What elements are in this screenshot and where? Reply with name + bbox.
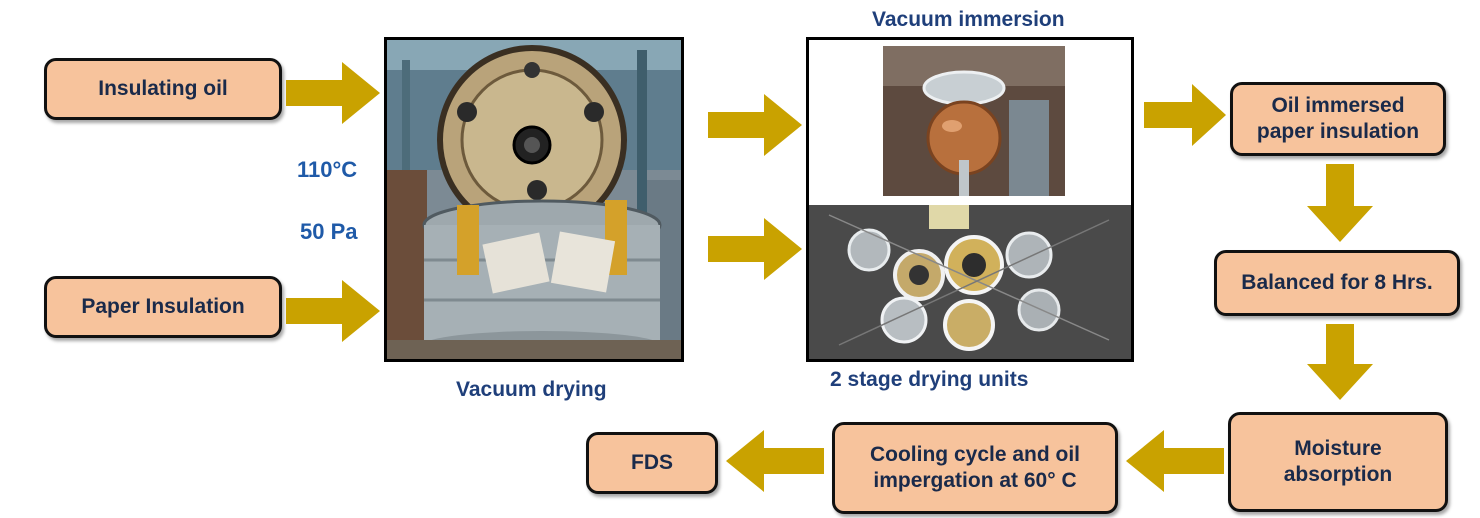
arrow-left-icon: [726, 430, 824, 492]
arrow-right-icon: [708, 218, 802, 280]
fds-label: FDS: [631, 450, 673, 474]
balanced-box: Balanced for 8 Hrs.: [1214, 250, 1460, 316]
vacuum-immersion-caption: Vacuum immersion: [872, 8, 1065, 31]
cooling-cycle-label: Cooling cycle and oil impergation at 60°…: [869, 442, 1081, 492]
pressure-label: 50 Pa: [300, 219, 358, 244]
vacuum-drying-photo: [384, 37, 684, 362]
paper-insulation-label: Paper Insulation: [81, 294, 245, 318]
vacuum-drying-caption: Vacuum drying: [456, 378, 607, 401]
moisture-absorption-box: Moisture absorption: [1228, 412, 1448, 512]
arrow-down-icon: [1307, 164, 1373, 242]
arrow-right-icon: [1144, 84, 1226, 146]
arrow-right-icon: [708, 94, 802, 156]
immersion-photos-frame: [806, 37, 1134, 362]
arrow-right-icon: [286, 280, 380, 342]
fds-box: FDS: [586, 432, 718, 494]
arrow-down-icon: [1307, 324, 1373, 400]
cooling-cycle-box: Cooling cycle and oil impergation at 60°…: [832, 422, 1118, 514]
arrow-left-icon: [1126, 430, 1224, 492]
balanced-label: Balanced for 8 Hrs.: [1241, 270, 1433, 294]
arrow-right-icon: [286, 62, 380, 124]
temperature-label: 110°C: [297, 157, 358, 182]
paper-insulation-box: Paper Insulation: [44, 276, 282, 338]
oil-immersed-label: Oil immersed paper insulation: [1256, 93, 1420, 143]
insulating-oil-label: Insulating oil: [98, 76, 228, 100]
drying-units-caption: 2 stage drying units: [830, 368, 1029, 391]
oil-immersed-box: Oil immersed paper insulation: [1230, 82, 1446, 156]
moisture-absorption-label: Moisture absorption: [1283, 436, 1393, 486]
insulating-oil-box: Insulating oil: [44, 58, 282, 120]
